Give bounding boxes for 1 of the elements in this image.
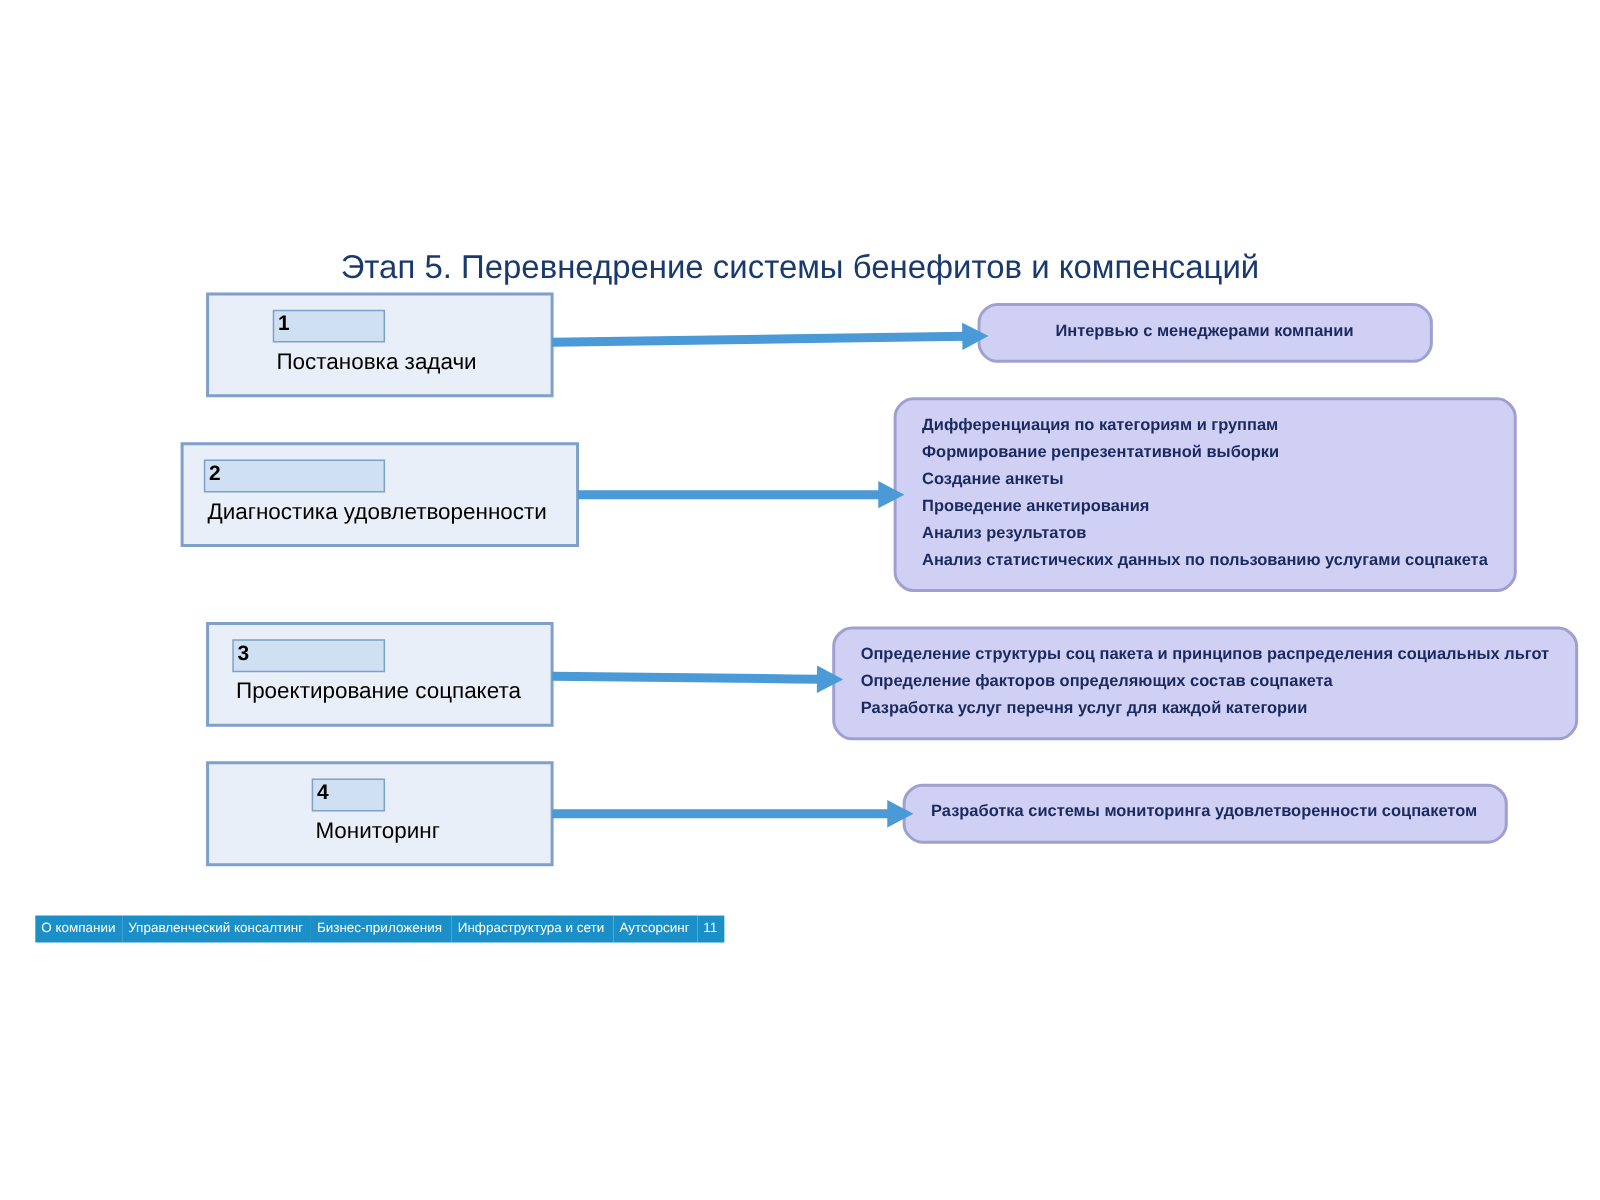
diagram-title: Этап 5. Перевнедрение системы бенефитов и компенсаций <box>340 249 1260 286</box>
